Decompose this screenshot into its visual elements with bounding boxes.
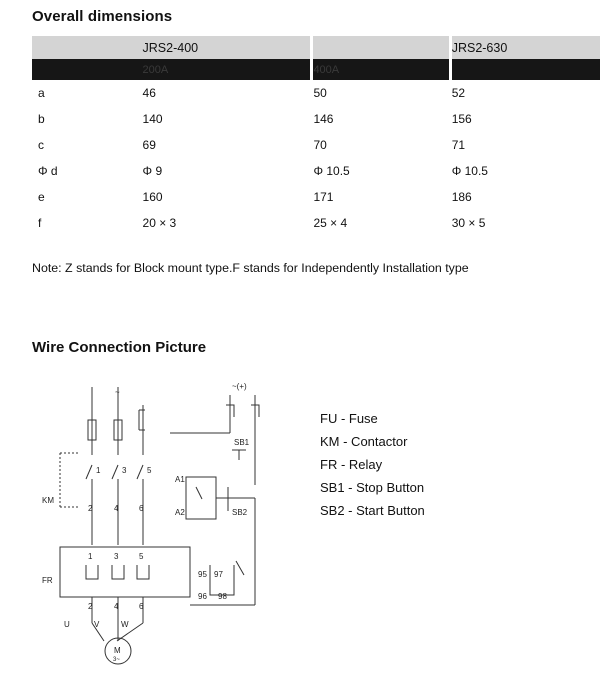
label-fr: FR (42, 576, 53, 585)
label-phase-v: V (94, 620, 100, 629)
row-value: 30 × 5 (451, 216, 486, 230)
row-value: 156 (451, 112, 472, 126)
subheader-cell-blank (32, 59, 143, 80)
label-fr-in-3: 3 (114, 552, 119, 561)
legend-item-fu: FU - Fuse (320, 411, 378, 426)
label-tilde: ~ (115, 388, 120, 397)
row-value: 25 × 4 (313, 216, 348, 230)
label-top-out-6: 6 (139, 504, 144, 513)
header-cell-jrs2-630: JRS2-630 (451, 36, 600, 59)
label-motor: M (114, 646, 121, 655)
label-contact-96: 96 (198, 592, 207, 601)
label-phase-u: U (64, 620, 70, 629)
label-km: KM (42, 496, 54, 505)
row-value: 71 (451, 138, 466, 152)
subheader-cell-400a: 400A (313, 59, 449, 80)
row-value: 69 (142, 138, 156, 152)
legend-item-km: KM - Contactor (320, 434, 408, 449)
row-value: 140 (142, 112, 163, 126)
row-value: Φ 10.5 (451, 164, 488, 178)
header-cell-blank (32, 36, 143, 59)
table-row: a 46 50 52 (32, 80, 600, 106)
row-value: 50 (313, 86, 327, 100)
overall-dimensions-title: Overall dimensions (32, 8, 173, 25)
legend-item-fr: FR - Relay (320, 457, 383, 472)
label-supply: ~(+) (232, 382, 247, 391)
row-value: 186 (451, 190, 472, 204)
label-top-in-5: 5 (147, 466, 152, 475)
label-top-out-4: 4 (114, 504, 119, 513)
label-fr-in-1: 1 (88, 552, 93, 561)
row-value: 171 (313, 190, 334, 204)
label-motor-sub: 3~ (113, 657, 120, 663)
label-top-in-1: 1 (96, 466, 101, 475)
legend-item-sb2: SB2 - Start Button (320, 503, 425, 518)
row-value: 46 (142, 86, 156, 100)
label-phase-w: W (121, 620, 129, 629)
table-header-row: JRS2-400 JRS2-630 (32, 36, 600, 59)
wiring-diagram: KM FR 1 3 5 2 4 6 1 3 5 2 4 6 A1 A2 SB1 … (42, 382, 260, 665)
row-value: Φ 10.5 (313, 164, 350, 178)
row-value: 160 (142, 190, 163, 204)
label-fr-out-2: 2 (88, 602, 93, 611)
table-row: f 20 × 3 25 × 4 30 × 5 (32, 210, 600, 236)
installation-note: Note: Z stands for Block mount type.F st… (32, 261, 469, 275)
label-a1: A1 (175, 475, 185, 484)
table-subheader-row: 200A 400A (32, 59, 600, 80)
row-value: 70 (313, 138, 327, 152)
label-sb1: SB1 (234, 438, 250, 447)
label-fr-out-4: 4 (114, 602, 119, 611)
label-top-out-2: 2 (88, 504, 93, 513)
wire-connection-title: Wire Connection Picture (32, 339, 207, 356)
table-row: e 160 171 186 (32, 184, 600, 210)
row-value: 52 (451, 86, 466, 100)
row-label: c (38, 138, 44, 152)
label-contact-97: 97 (214, 570, 223, 579)
subheader-cell-200a: 200A (142, 59, 311, 80)
row-label: b (38, 112, 45, 126)
row-label: Φ d (38, 164, 58, 178)
label-fr-in-5: 5 (139, 552, 144, 561)
row-label: f (38, 216, 42, 230)
dimensions-table: JRS2-400 JRS2-630 200A 400A a 46 50 52 b… (32, 36, 600, 236)
label-a2: A2 (175, 508, 185, 517)
legend-item-sb1: SB1 - Stop Button (320, 480, 425, 495)
row-value: Φ 9 (142, 164, 163, 178)
header-cell-jrs2-400: JRS2-400 (142, 36, 311, 59)
label-sb2: SB2 (232, 508, 248, 517)
row-value: 146 (313, 112, 334, 126)
table-row: Φ d Φ 9 Φ 10.5 Φ 10.5 (32, 158, 600, 184)
header-cell-blank-2 (313, 36, 449, 59)
table-row: c 69 70 71 (32, 132, 600, 158)
label-contact-98: 98 (218, 592, 227, 601)
label-contact-95: 95 (198, 570, 207, 579)
label-top-in-3: 3 (122, 466, 127, 475)
label-fr-out-6: 6 (139, 602, 144, 611)
row-value: 20 × 3 (142, 216, 177, 230)
table-row: b 140 146 156 (32, 106, 600, 132)
row-label: a (38, 86, 45, 100)
wiring-legend: FU - Fuse KM - Contactor FR - Relay SB1 … (320, 407, 425, 522)
row-label: e (38, 190, 45, 204)
subheader-cell-blank-2 (451, 59, 600, 80)
